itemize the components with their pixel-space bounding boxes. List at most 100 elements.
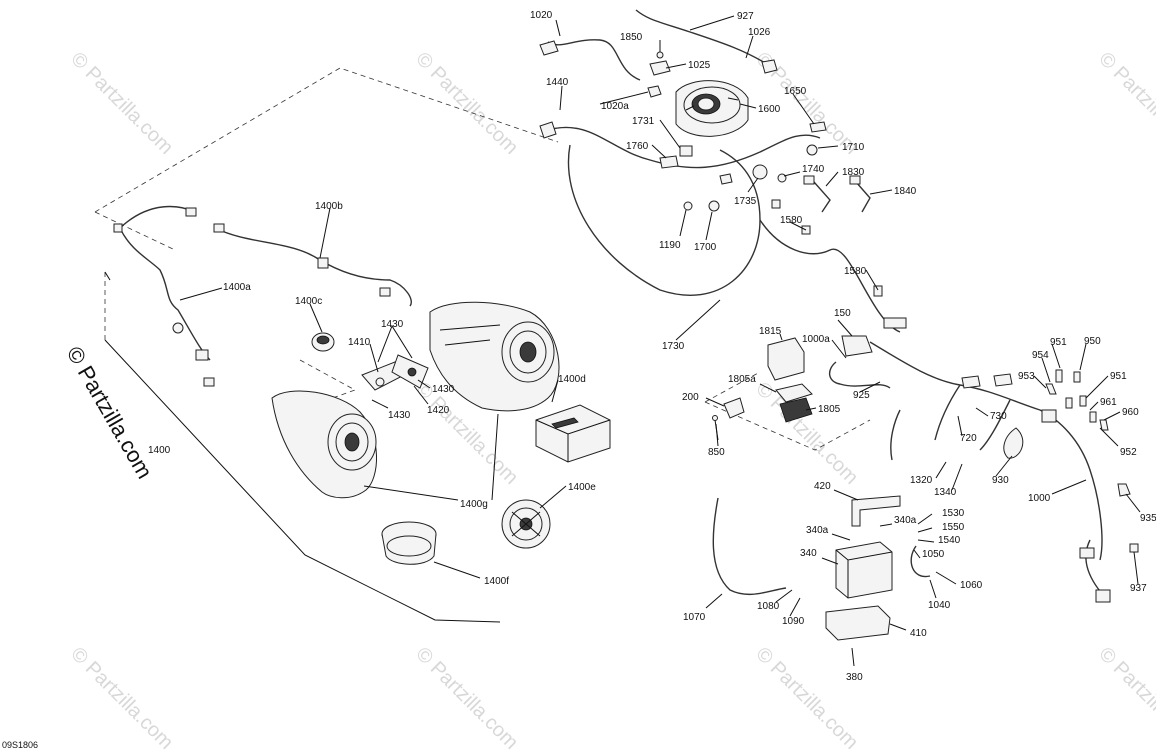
bracket-group (361, 354, 429, 391)
leader-lines (179, 15, 1141, 667)
speaker-knob (311, 332, 335, 352)
callout: 380 (846, 672, 863, 683)
audio-harness-group (113, 205, 412, 387)
watermark: © Partzilla.com (751, 643, 862, 752)
callout: 1340 (934, 487, 957, 498)
callout: 1440 (546, 77, 569, 88)
callout: 960 (1122, 407, 1139, 418)
watermarks: © Partzilla.com © Partzilla.com © Partzi… (62, 48, 1156, 752)
callout: 1020 (530, 10, 553, 21)
callout: 1410 (348, 337, 371, 348)
callout: 953 (1018, 371, 1035, 382)
callout: 1080 (757, 601, 780, 612)
callout-labels: 1020 927 1850 1026 1025 1440 1020a 1600 … (148, 10, 1156, 683)
clips-group (1045, 369, 1109, 431)
battery-group (712, 495, 931, 641)
callout: 1830 (842, 167, 865, 178)
callout: 730 (990, 411, 1007, 422)
speaker-housing-lower (271, 390, 377, 499)
callout: 925 (853, 390, 870, 401)
callout: 1400b (315, 201, 343, 212)
callout: 1020a (601, 101, 629, 112)
callout: 1050 (922, 549, 945, 560)
callout: 1400d (558, 374, 586, 385)
callout: 930 (992, 475, 1009, 486)
callout: 1040 (928, 600, 951, 611)
callout: 1320 (910, 475, 933, 486)
watermark: © Partzilla.com (411, 643, 522, 752)
callout: 1000a (802, 334, 830, 345)
callout: 1060 (960, 580, 983, 591)
callout: 340a (806, 525, 829, 536)
speaker-1400e (501, 499, 551, 549)
callout: 1805 (818, 404, 841, 415)
callout: 1430 (388, 410, 411, 421)
callout: 961 (1100, 397, 1117, 408)
callout: 954 (1032, 350, 1049, 361)
callout: 1580 (780, 215, 803, 226)
callout: 952 (1120, 447, 1137, 458)
gauge-cluster (675, 80, 749, 137)
callout: 1735 (734, 196, 757, 207)
callout: 951 (1110, 371, 1127, 382)
callout: 1710 (842, 142, 865, 153)
callout: 850 (708, 447, 725, 458)
callout: 340a (894, 515, 917, 526)
callout: 1540 (938, 535, 961, 546)
speaker-housing-upper (429, 301, 560, 412)
callout: 1400 (148, 445, 171, 456)
callout: 1530 (942, 508, 965, 519)
callout: 1070 (683, 612, 706, 623)
callout: 1730 (662, 341, 685, 352)
callout: 200 (682, 392, 699, 403)
callout: 1550 (942, 522, 965, 533)
callout: 1650 (784, 86, 807, 97)
callout: 340 (800, 548, 817, 559)
callout: 1600 (758, 104, 781, 115)
callout: 1700 (694, 242, 717, 253)
callout: 420 (814, 481, 831, 492)
main-harness-1000 (869, 341, 1139, 603)
callout: 937 (1130, 583, 1147, 594)
callout: 1740 (802, 164, 825, 175)
watermark: © Partzilla.com (411, 48, 522, 159)
callout: 1815 (759, 326, 782, 337)
callout: 1580 (844, 266, 867, 277)
callout: 927 (737, 11, 754, 22)
callout: 1026 (748, 27, 771, 38)
callout: 1025 (688, 60, 711, 71)
callout: 1400e (568, 482, 596, 493)
callout: 1840 (894, 186, 917, 197)
amplifier-box (535, 404, 611, 463)
speaker-ring-1400f (381, 521, 437, 565)
callout: 951 (1050, 337, 1067, 348)
watermark: © Partzilla.com (66, 643, 177, 752)
callout: 1190 (659, 240, 681, 251)
callout: 1430 (381, 319, 404, 330)
callout: 1090 (782, 616, 805, 627)
callout: 1731 (632, 116, 655, 127)
callout: 1000 (1028, 493, 1051, 504)
callout: 1850 (620, 32, 643, 43)
callout: 150 (834, 308, 851, 319)
callout: 1430 (432, 384, 455, 395)
callout: 1400f (484, 576, 509, 587)
callout: 1805a (728, 374, 756, 385)
watermark: © Partzilla.com (66, 48, 177, 159)
gauge-harness-group (539, 9, 907, 333)
callout: 1760 (626, 141, 649, 152)
watermark: © Partzilla.com (1094, 643, 1156, 752)
callout: 1400g (460, 499, 488, 510)
callout: 1420 (427, 405, 450, 416)
watermark: © Partzilla.com (1094, 48, 1156, 159)
diagram-code: 09S1806 (2, 740, 38, 750)
callout: 950 (1084, 336, 1101, 347)
callout: 1400a (223, 282, 251, 293)
callout: 720 (960, 433, 977, 444)
callout: 935 (1140, 513, 1156, 524)
fuse-box-group (767, 335, 891, 423)
callout: 410 (910, 628, 927, 639)
watermark-main: © Partzilla.com (62, 342, 158, 483)
callout: 1400c (295, 296, 322, 307)
